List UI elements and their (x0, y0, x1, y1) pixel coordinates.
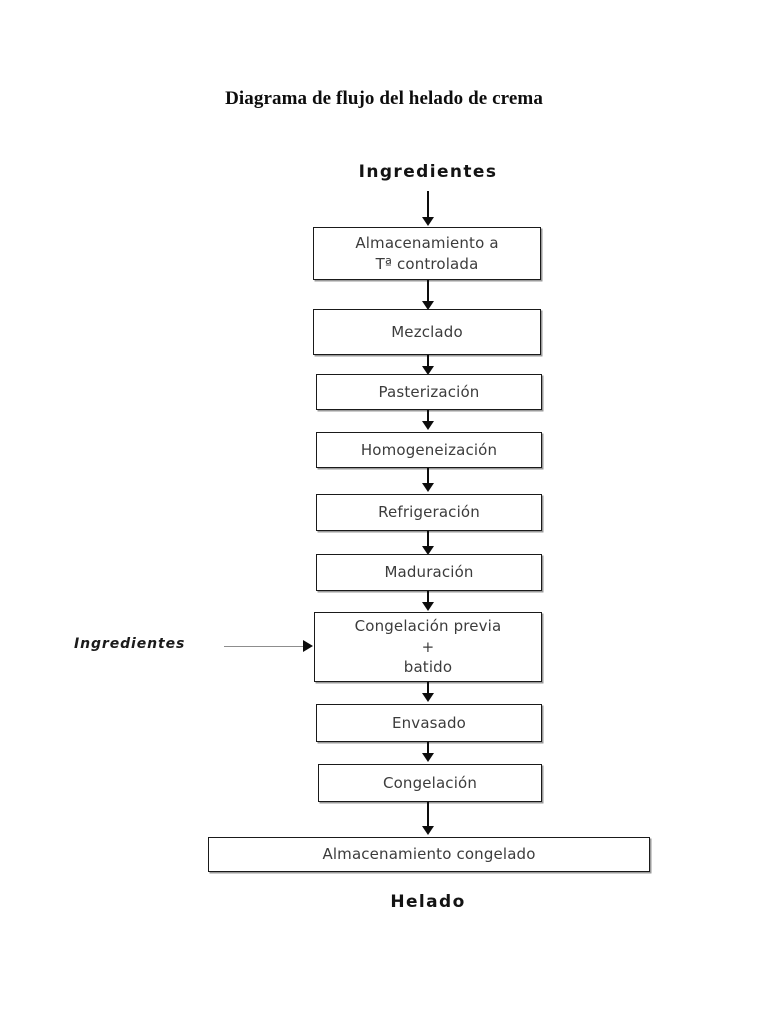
connector-start-to-step-1 (427, 191, 429, 218)
connector-step-6-to-step-7 (427, 591, 429, 604)
arrowhead-step-1-to-step-2 (422, 301, 434, 310)
flow-step-label: Almacenamiento congelado (322, 845, 536, 864)
arrowhead-side-input (303, 640, 313, 652)
arrowhead-step-3-to-step-4 (422, 421, 434, 430)
flow-step-homogeneizacion[interactable]: Homogeneización (316, 432, 542, 468)
connector-step-5-to-step-6 (427, 531, 429, 548)
connector-step-9-to-step-10 (427, 802, 429, 828)
connector-step-3-to-step-4 (427, 410, 429, 423)
page-title: Diagrama de flujo del helado de crema (225, 88, 543, 109)
flow-step-mezclado[interactable]: Mezclado (313, 309, 541, 355)
flow-step-label: Congelación (382, 773, 478, 792)
flow-step-refrigeracion[interactable]: Refrigeración (316, 494, 542, 531)
connector-step-4-to-step-5 (427, 468, 429, 485)
flow-step-almacenamiento-congelado[interactable]: Almacenamiento congelado (208, 837, 650, 872)
flow-step-label: Congelación previa + batido (354, 616, 502, 677)
flow-end-label: Helado (390, 892, 466, 912)
connector-step-8-to-step-9 (427, 742, 429, 755)
arrowhead-step-5-to-step-6 (422, 546, 434, 555)
arrowhead-step-4-to-step-5 (422, 483, 434, 492)
flow-step-label: Maduración (384, 563, 474, 582)
flow-step-label: Refrigeración (378, 503, 480, 522)
flow-step-pasterizacion[interactable]: Pasterización (316, 374, 542, 410)
flow-step-label: Pasterización (378, 382, 480, 401)
arrowhead-step-8-to-step-9 (422, 753, 434, 762)
side-input-label: Ingredientes (74, 636, 186, 652)
flow-step-congelacion[interactable]: Congelación (318, 764, 542, 802)
flow-step-label: Envasado (392, 713, 466, 732)
flow-step-maduracion[interactable]: Maduración (316, 554, 542, 591)
connector-step-7-to-step-8 (427, 682, 429, 695)
connector-step-1-to-step-2 (427, 280, 429, 302)
flow-start-label: Ingredientes (358, 162, 498, 182)
arrowhead-step-7-to-step-8 (422, 693, 434, 702)
arrowhead-step-2-to-step-3 (422, 366, 434, 375)
flow-step-envasado[interactable]: Envasado (316, 704, 542, 742)
flow-step-label: Almacenamiento a Tª controlada (355, 233, 499, 273)
connector-step-2-to-step-3 (427, 355, 429, 368)
arrowhead-step-6-to-step-7 (422, 602, 434, 611)
connector-side-input (224, 646, 306, 647)
flow-step-almacenamiento-t-controlada[interactable]: Almacenamiento a Tª controlada (313, 227, 541, 280)
arrowhead-start-to-step-1 (422, 217, 434, 226)
flow-step-label: Mezclado (391, 322, 463, 341)
arrowhead-step-9-to-step-10 (422, 826, 434, 835)
flow-step-label: Homogeneización (360, 440, 498, 459)
flow-step-congelacion-previa-batido[interactable]: Congelación previa + batido (314, 612, 542, 682)
